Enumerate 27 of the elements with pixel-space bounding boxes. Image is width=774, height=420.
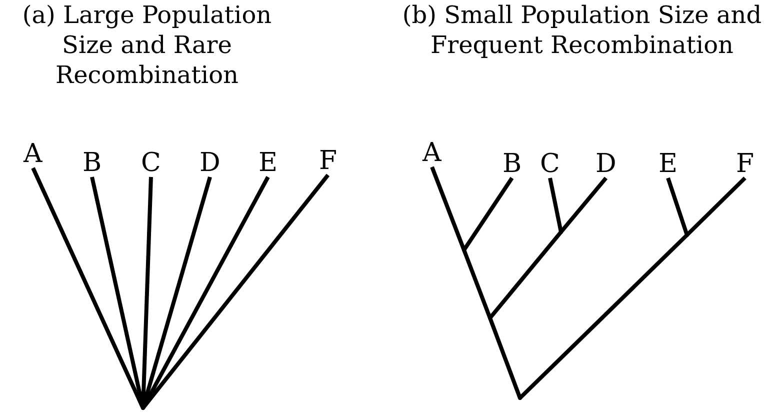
leaf-label: C [540, 151, 560, 177]
leaf-label: B [82, 150, 102, 176]
branch-line [462, 176, 514, 252]
leaf-label: D [596, 151, 616, 177]
branch-line [559, 176, 608, 234]
branch-line [488, 317, 522, 399]
leaf-label: A [24, 141, 42, 167]
leaf-label: E [658, 151, 678, 177]
junction-dot [141, 406, 145, 410]
leaf-label: F [736, 151, 754, 177]
leaf-label: B [502, 151, 522, 177]
branch-line [686, 176, 746, 236]
panel-title: (b) Small Population Size and Frequent Recombination [401, 0, 763, 60]
leaf-label: F [319, 148, 338, 174]
leaf-label: C [141, 150, 161, 176]
branch-line [518, 234, 688, 400]
panel-title: (a) Large Population Size and Rare Recombination [21, 0, 273, 90]
leaf-label: A [422, 140, 442, 166]
branch-line [488, 230, 563, 320]
leaf-label: E [258, 150, 278, 176]
branch-line [430, 166, 466, 251]
junction-dot [518, 396, 522, 400]
branch-line [666, 177, 689, 236]
branch-line [462, 249, 492, 319]
leaf-label: D [200, 150, 220, 176]
junction-dot [559, 230, 563, 234]
branch-line [548, 178, 563, 232]
